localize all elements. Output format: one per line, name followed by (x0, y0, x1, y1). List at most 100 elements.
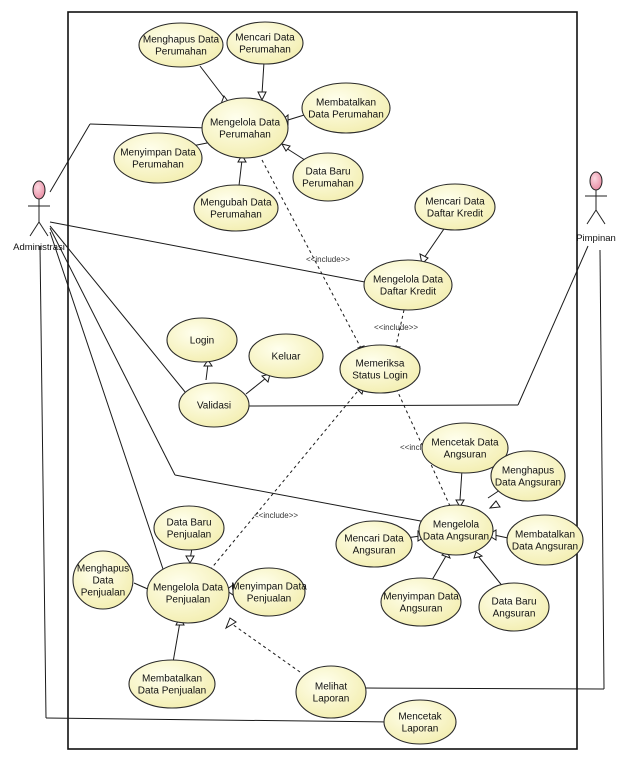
actor-administrasi[interactable]: Administrasi (13, 180, 65, 253)
usecase-label-line: Angsuran (444, 450, 487, 461)
assoc-admin-kelola-perum-b (89, 123, 209, 129)
assoc-pimp-lihat-b (364, 687, 605, 690)
usecase-label-line: Data Angsuran (512, 542, 578, 553)
usecase-label-line: Menyimpan Data (231, 582, 307, 593)
usecase-label-line: Memeriksa (356, 359, 405, 370)
usecase-ellipse (128, 659, 216, 709)
usecase-label-line: Mengelola Data (210, 118, 280, 129)
usecase-ellipse (414, 183, 496, 231)
usecase-ellipse (72, 550, 134, 610)
usecase-label-line: Data Baru (491, 597, 536, 608)
usecase-ellipse (146, 562, 230, 624)
usecase-ellipse (248, 333, 324, 379)
usecase-label-line: Perumahan (155, 47, 207, 58)
relationship-lines (39, 61, 605, 723)
usecase-label-line: Perumahan (302, 179, 354, 190)
usecase-label-line: Mengelola (433, 520, 480, 531)
usecase-ellipse (418, 504, 494, 556)
usecase-label-line: Mengelola Data (153, 583, 223, 594)
usecase-ellipse (506, 514, 584, 566)
usecase-label-line: Daftar Kredit (380, 287, 436, 298)
usecase-ellipse (421, 422, 509, 474)
actor-pimpinan[interactable]: Pimpinan (576, 171, 616, 244)
usecase-ellipse (166, 317, 238, 363)
usecase-ellipse (232, 567, 306, 617)
usecase-label-line: Penjualan (81, 588, 125, 599)
usecase-label-line: Perumahan (210, 210, 262, 221)
usecase-label-line: Mencari Data (235, 33, 295, 44)
usecase-login[interactable]: Login (166, 317, 238, 363)
usecase-ellipse (178, 382, 250, 428)
usecase-keluar[interactable]: Keluar (248, 333, 324, 379)
assoc-admin-kelola-ang-b (174, 474, 427, 523)
actor-label: Pimpinan (576, 233, 616, 244)
usecase-label-line: Angsuran (400, 604, 443, 615)
usecase-validasi[interactable]: Validasi (178, 382, 250, 428)
usecase-label: Validasi (197, 401, 231, 412)
usecase-label-line: Angsuran (493, 609, 536, 620)
assoc-admin-kelola-penj (49, 231, 167, 579)
include-label-2: <<include>> (374, 323, 418, 332)
usecase-label-line: Mencetak (398, 712, 442, 723)
assoc-pimp-validasi (517, 245, 589, 406)
usecase-label-line: Data Baru (166, 518, 211, 529)
usecase-ellipse (301, 82, 391, 134)
usecase-ellipse (490, 450, 566, 502)
usecase-ellipse (478, 582, 550, 632)
usecase-label-line: Membatalkan (316, 98, 376, 109)
usecase-label-line: Mencari Data (344, 534, 404, 545)
usecase-label-line: Login (190, 336, 214, 347)
usecase-label-line: Angsuran (353, 546, 396, 557)
assoc-pimp-lihat (599, 249, 605, 690)
usecase-label-line: Laporan (313, 694, 350, 705)
usecase-ellipse (380, 577, 462, 627)
actor-head (32, 180, 46, 200)
usecase-ellipse (292, 152, 364, 202)
usecase-label-line: Data (92, 576, 114, 587)
usecase-ellipse (295, 665, 367, 719)
usecase-label-line: Menyimpan Data (383, 592, 459, 603)
usecase-label: Login (190, 336, 214, 347)
assoc-admin-kelola-perum (49, 123, 91, 193)
assoc-admin-kelola-kredit (49, 221, 371, 284)
